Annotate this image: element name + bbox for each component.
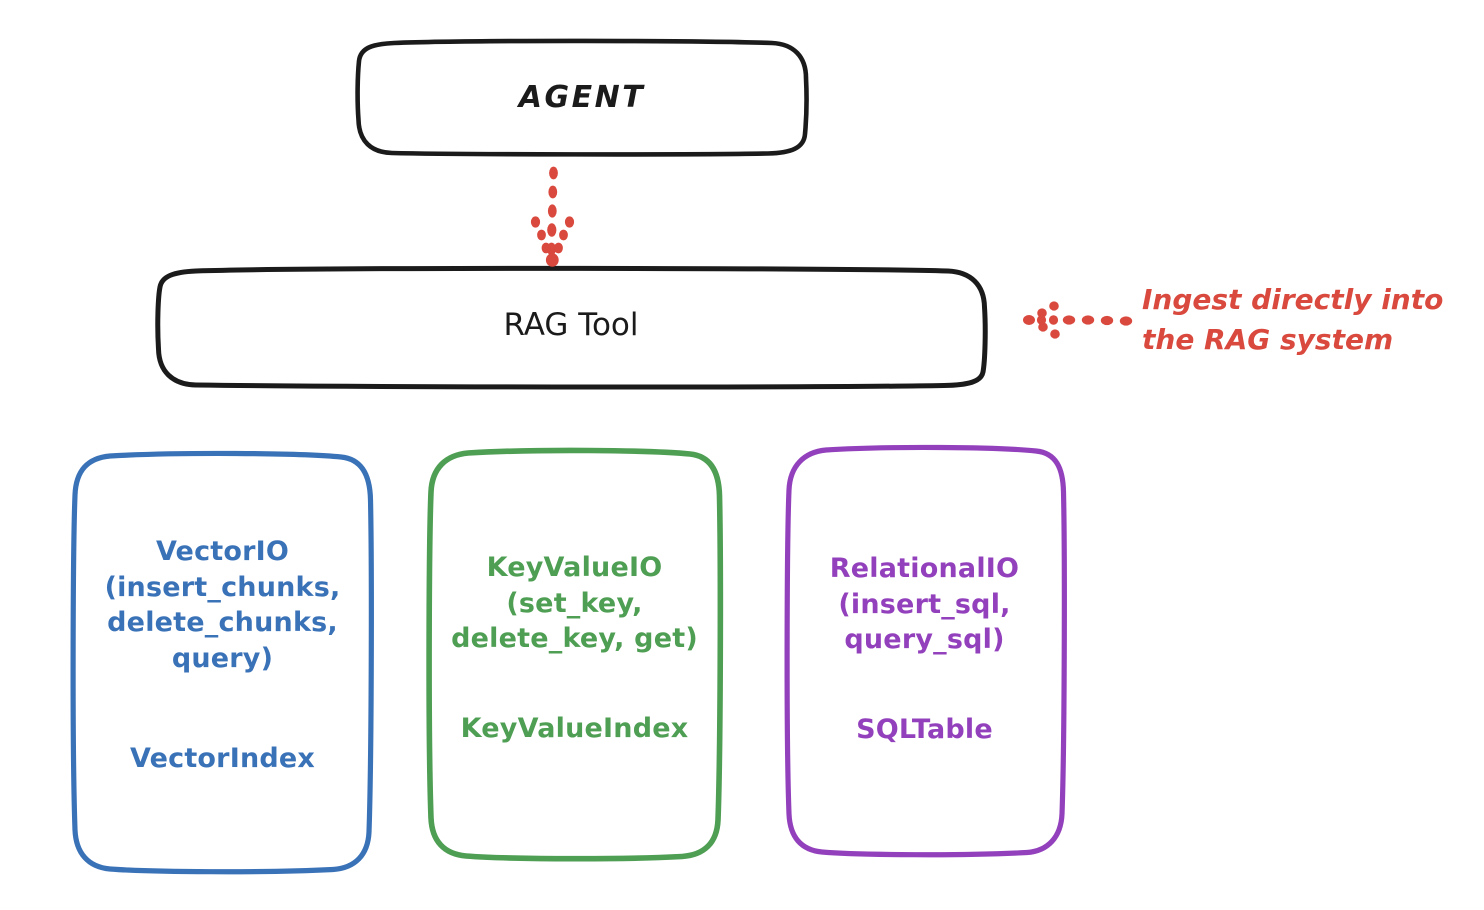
agent-label: AGENT [518,80,646,115]
key-value-io-subtitle: KeyValueIndex [460,713,689,744]
ingest-annotation-label: Ingest directly into the RAG system [1142,283,1444,356]
key-value-io-title: KeyValueIO (set_key, delete_key, get) [451,552,698,655]
relational-io-subtitle: SQLTable [856,714,993,745]
vector-io-subtitle: VectorIndex [129,743,316,774]
agent-to-ragtool-connector [530,166,575,267]
rag-tool-label: RAG Tool [503,307,639,343]
ingest-to-ragtool-connector [1023,301,1133,339]
relational-io-title: RelationalIO (insert_sql, query_sql) [829,553,1020,656]
vector-io-title: VectorIO (insert_chunks, delete_chunks, … [104,536,341,674]
